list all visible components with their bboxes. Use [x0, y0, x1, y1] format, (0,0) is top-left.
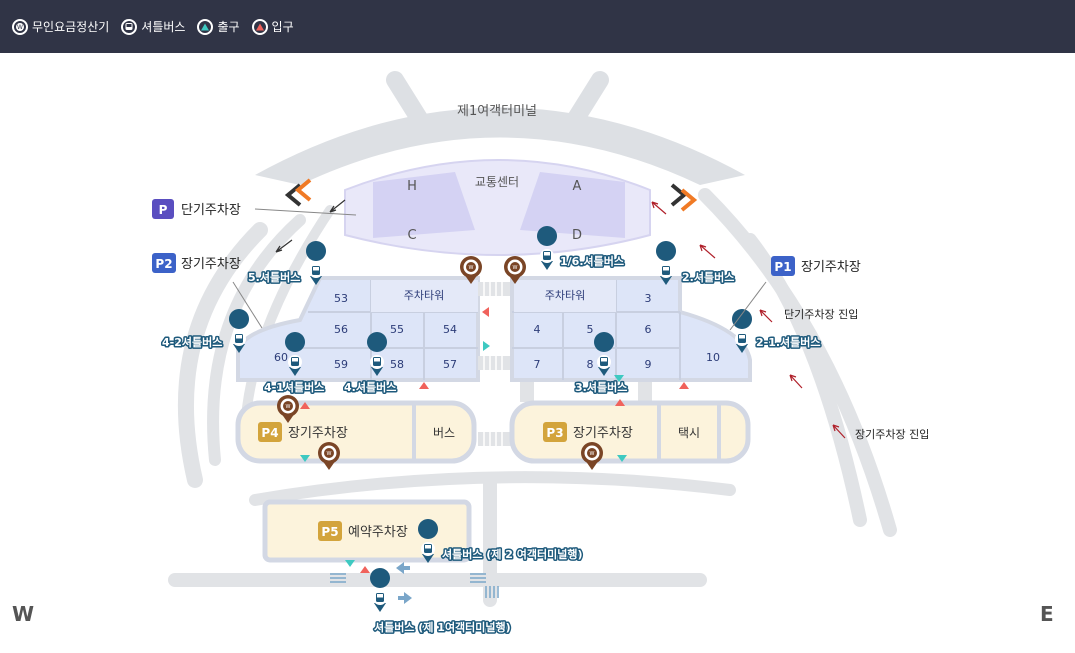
entrance-markers [300, 307, 689, 573]
walkways [478, 282, 652, 446]
shuttle-bus-icon [121, 18, 138, 35]
p5-parking-block: P5 예약주차장 [262, 499, 472, 563]
legend-entrance: 입구 [251, 18, 294, 35]
p3-label: 장기주차장 [573, 426, 633, 441]
zone-4: 4 [534, 323, 541, 336]
zone-h: H [407, 179, 417, 194]
legend-bar: W 무인요금정산기 셔틀버스 출구 입구 [0, 0, 1075, 53]
bus-label: 버스 [433, 426, 455, 440]
p4-badge: P4 [261, 426, 278, 440]
taxi-label: 택시 [678, 426, 700, 440]
p5-label: 예약주차장 [348, 525, 408, 540]
zone-59: 59 [334, 358, 348, 371]
west-parking-lot: 주차타워 53 56 55 54 60 59 58 57 [236, 276, 480, 382]
arrow-right-icon [398, 592, 412, 604]
zone-7: 7 [534, 358, 541, 371]
payment-kiosk-icon: W [12, 18, 28, 35]
zone-c: C [407, 228, 416, 243]
p1-tag: P1 장기주차장 [729, 256, 861, 331]
shuttle-label-2: 2.셔틀버스 [682, 270, 734, 284]
short-term-entry-label: 단기주차장 진입 [784, 308, 858, 321]
short-term-tag: P 단기주차장 [152, 199, 357, 219]
parking-map: W 제1여객터미널 교통센터 H A C D [152, 71, 929, 636]
zone-58: 58 [390, 358, 404, 371]
zone-6: 6 [645, 323, 652, 336]
terminal-building: 제1여객터미널 [255, 71, 745, 185]
arrow-left-icon [396, 562, 410, 574]
zone-5: 5 [587, 323, 594, 336]
zone-55: 55 [390, 323, 404, 336]
long-term-entry-label: 장기주차장 진입 [855, 428, 929, 441]
zone-9: 9 [645, 358, 652, 371]
transport-center-label: 교통센터 [475, 175, 519, 189]
shuttle-label-1-6: 1/6.셔틀버스 [560, 254, 624, 268]
shuttle-label-4-2: 4-2셔틀버스 [162, 335, 222, 349]
legend-shuttle-label: 셔틀버스 [141, 20, 186, 34]
chevron-right-icon [670, 183, 698, 212]
terminal-label: 제1여객터미널 [457, 104, 537, 119]
p1-label: 장기주차장 [801, 260, 861, 275]
zone-3: 3 [645, 292, 652, 305]
shuttle-label-4: 4.셔틀버스 [344, 380, 396, 394]
zone-60: 60 [274, 351, 288, 364]
zone-54: 54 [443, 323, 457, 336]
p3-badge: P3 [546, 426, 563, 440]
legend-shuttle: 셔틀버스 [121, 18, 185, 35]
zone-56: 56 [334, 323, 348, 336]
legend-kiosk: W 무인요금정산기 [12, 18, 109, 35]
exit-markers [300, 341, 627, 567]
p4-parking-block: P4 장기주차장 버스 [235, 400, 477, 464]
direction-arrows [275, 199, 846, 439]
p3-parking-block: P3 장기주차장 택시 [509, 400, 751, 464]
short-term-label: 단기주차장 [181, 203, 241, 218]
zone-57: 57 [443, 358, 457, 371]
payment-kiosk-icon[interactable] [318, 442, 340, 470]
zone-8: 8 [587, 358, 594, 371]
shuttle-label-4-1: 4-1셔틀버스 [264, 380, 324, 394]
transport-center: 교통센터 H A C D [344, 159, 651, 256]
east-parking-lot: 주차타워 3 4 5 6 7 8 9 10 [510, 276, 752, 382]
zone-53: 53 [334, 292, 348, 305]
zone-a: A [573, 179, 582, 194]
p4-label: 장기주차장 [288, 426, 348, 441]
shuttle-label-5: 5.셔틀버스 [248, 270, 300, 284]
p2-label: 장기주차장 [181, 257, 241, 272]
parking-tower-west: 주차타워 [404, 289, 444, 302]
exit-icon [197, 18, 214, 35]
short-term-badge: P [159, 203, 168, 217]
p2-tag: P2 장기주차장 [152, 253, 263, 329]
crosswalks [330, 573, 499, 598]
legend-exit-label: 출구 [217, 20, 240, 34]
legend-kiosk-label: 무인요금정산기 [32, 20, 110, 34]
p1-badge: P1 [774, 260, 791, 274]
zone-10: 10 [706, 351, 720, 364]
chevron-left-icon [284, 178, 312, 207]
legend-exit: 출구 [197, 18, 240, 35]
legend-entrance-label: 입구 [271, 20, 294, 34]
p5-badge: P5 [321, 525, 338, 539]
payment-kiosk-icon[interactable] [581, 442, 603, 470]
compass-west: W [12, 602, 35, 626]
shuttle-bus-icon[interactable] [370, 568, 391, 612]
parking-tower-east: 주차타워 [545, 289, 585, 302]
shuttle-label-3: 3.셔틀버스 [575, 380, 627, 394]
entrance-icon [251, 18, 268, 35]
shuttle-label-to-t2: 셔틀버스 (제 2 여객터미널행) [442, 547, 583, 561]
shuttle-label-2-1: 2-1.셔틀버스 [756, 335, 821, 349]
zone-d: D [572, 228, 582, 243]
shuttle-label-to-t1: 셔틀버스 (제 1여객터미널행) [374, 620, 511, 634]
compass-east: E [1040, 602, 1054, 626]
p2-badge: P2 [155, 257, 172, 271]
svg-text:W: W [17, 24, 23, 31]
